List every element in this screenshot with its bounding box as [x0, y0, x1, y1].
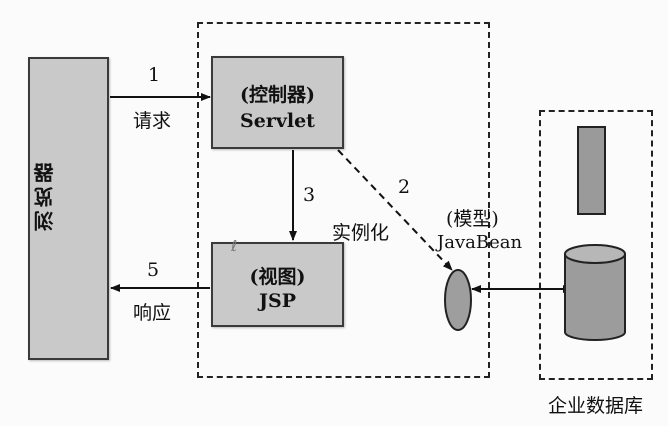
view-jsp-box: (视图) JSP [211, 242, 344, 327]
controller-name: Servlet [240, 110, 315, 132]
instantiate-arrow [337, 149, 453, 271]
response-number: 5 [147, 259, 160, 281]
instantiate-label: 实例化 [332, 222, 390, 244]
cursor-mark: ℓ [230, 237, 237, 255]
database-container-boundary [539, 110, 653, 380]
model-title: (模型) [446, 208, 499, 230]
model-name: JavaBean [437, 232, 523, 253]
view-title: (视图) [249, 266, 306, 288]
instantiate-number: 2 [398, 176, 411, 198]
controller-servlet-box: (控制器) Servlet [211, 56, 344, 149]
view-name: JSP [259, 290, 296, 312]
request-label: 请求 [133, 110, 172, 132]
database-label: 企业数据库 [548, 395, 644, 417]
web-container-boundary [197, 22, 490, 378]
response-label: 响应 [133, 302, 172, 324]
database-cylinder-shape [564, 244, 626, 341]
database-table-shape [577, 126, 606, 215]
controller-title: (控制器) [240, 84, 315, 106]
browser-box: 浏览器 [28, 57, 109, 360]
javabean-model-ellipse [444, 269, 472, 331]
request-number: 1 [148, 64, 161, 86]
forward-number: 3 [303, 184, 316, 206]
